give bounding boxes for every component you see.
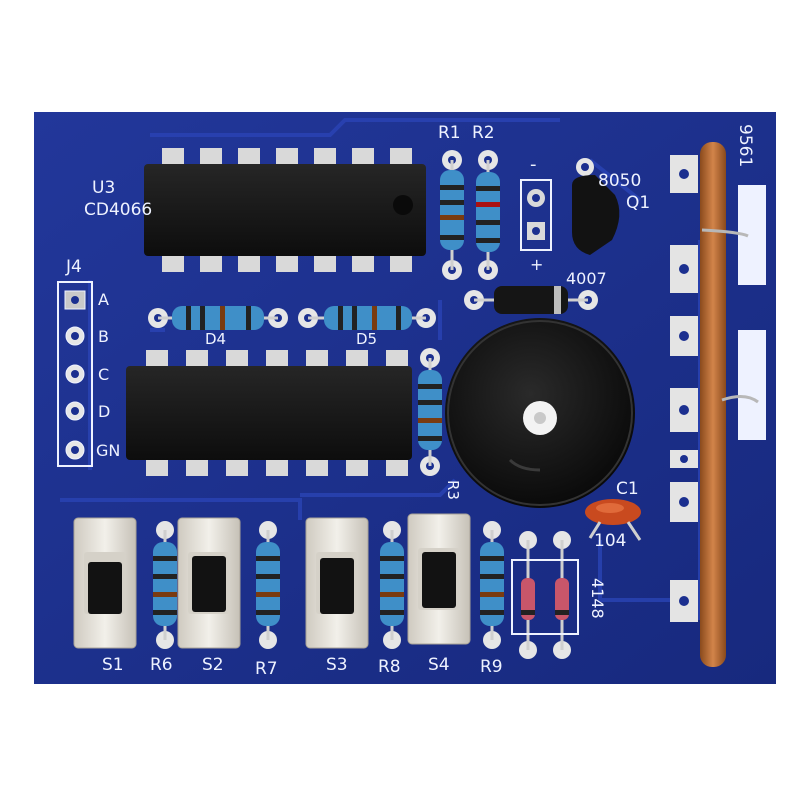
capacitor-c1 (585, 499, 642, 541)
slide-switch-s4[interactable] (407, 513, 471, 645)
j4-pin-header (57, 281, 93, 467)
label-r3: R3 (444, 480, 462, 500)
label-r9: R9 (480, 657, 503, 677)
label-s4: S4 (428, 655, 450, 675)
resistor-icon (380, 542, 404, 626)
label-pin-d: D (98, 402, 110, 421)
signal-diodes-4148 (511, 531, 579, 659)
resistor-d4 (148, 306, 288, 330)
right-edge-marks (738, 185, 766, 440)
label-s1: S1 (102, 655, 124, 675)
ic-chip-2 (126, 350, 412, 476)
label-code: 9561 (735, 124, 755, 167)
label-r7: R7 (255, 659, 278, 679)
resistor-r8 (380, 521, 404, 649)
label-pin-b: B (98, 327, 109, 346)
label-minus: - (530, 154, 537, 175)
diode-4007 (464, 286, 598, 314)
buzzer (445, 318, 635, 508)
slide-switch-s1[interactable] (73, 517, 137, 649)
label-signal-diode: 4148 (588, 578, 607, 619)
ic-chip-icon (144, 164, 426, 256)
label-j4: J4 (65, 257, 82, 277)
transistor-q1 (572, 158, 620, 255)
resistor-icon (418, 370, 442, 450)
label-q1: Q1 (626, 193, 650, 213)
slide-switch-s2[interactable] (177, 517, 241, 649)
resistor-r7 (256, 521, 280, 649)
label-diode: 4007 (566, 269, 607, 288)
resistor-icon (172, 306, 264, 330)
label-pin-c: C (98, 365, 109, 384)
slide-switch-s3[interactable] (305, 517, 369, 649)
label-r1: R1 (438, 123, 461, 143)
label-u3-part: CD4066 (84, 200, 152, 220)
label-d5: D5 (356, 330, 377, 348)
label-cap-value: 104 (594, 531, 626, 551)
ic-chip-icon (126, 366, 412, 460)
resistor-r9 (480, 521, 504, 649)
resistor-icon (480, 542, 504, 626)
label-d4: D4 (205, 330, 226, 348)
label-plus: + (530, 255, 543, 274)
resistor-icon (256, 542, 280, 626)
power-pads (520, 179, 552, 251)
resistor-icon (153, 542, 177, 626)
antenna-coil-icon (700, 142, 726, 667)
label-r8: R8 (378, 657, 401, 677)
resistor-icon (324, 306, 412, 330)
label-s2: S2 (202, 655, 224, 675)
right-pad-holes (679, 169, 689, 606)
u3-ic-chip (144, 148, 426, 272)
label-c1: C1 (616, 479, 639, 499)
label-s3: S3 (326, 655, 348, 675)
resistor-r2 (476, 150, 500, 280)
label-r2: R2 (472, 123, 495, 143)
label-pin-a: A (98, 290, 109, 309)
resistor-r1 (440, 150, 464, 280)
label-pin-gn: GN (96, 441, 120, 460)
label-transistor: 8050 (598, 171, 641, 191)
resistor-icon (476, 172, 500, 252)
resistor-r3 (418, 348, 442, 476)
ic-top-pins-row (162, 148, 412, 272)
resistor-d5 (298, 306, 436, 330)
label-u3: U3 (92, 178, 115, 198)
label-r6: R6 (150, 655, 173, 675)
resistor-r6 (153, 521, 177, 649)
